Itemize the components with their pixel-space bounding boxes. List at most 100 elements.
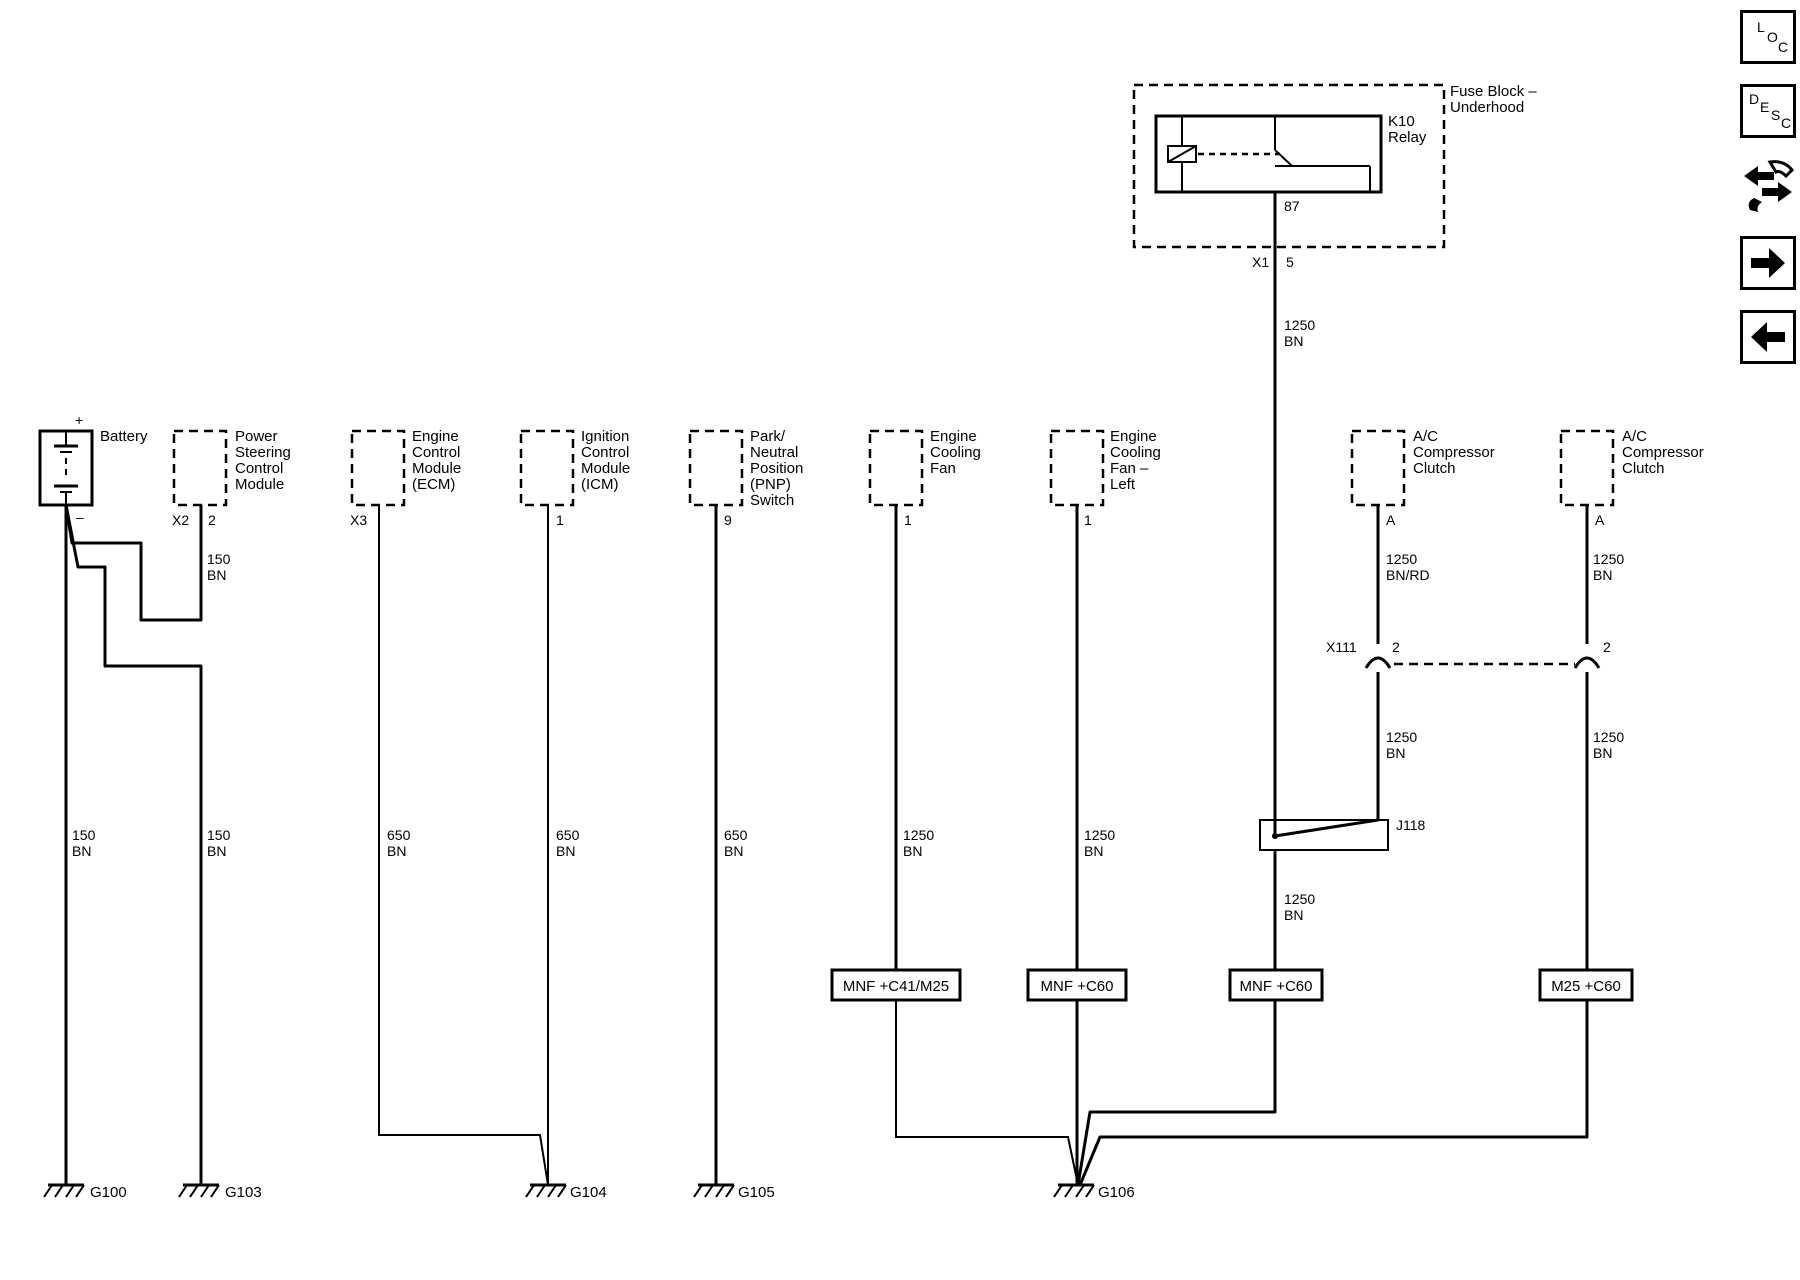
fan-label-2: Cooling [930,444,981,461]
x111-connector [1364,656,1601,669]
fanl-pin: 1 [1084,512,1092,528]
ground-icon [525,1183,567,1198]
desc-letter-s: S [1771,107,1781,123]
ac-clutch-2 [1559,429,1615,507]
ac1-pin: A [1386,512,1396,528]
loc-letter-o: O [1767,29,1778,45]
wire-size: 150 [207,827,231,843]
icm-pin: 1 [556,512,564,528]
option-label: MNF +C41/M25 [843,978,949,995]
wire-size: 1250 [1386,551,1417,567]
wire-color: BN [387,843,406,859]
ecm-label-2: Control [412,444,460,461]
pscm-label-1: Power [235,428,278,445]
ecm-label-3: Module [412,460,461,477]
fanl-label-1: Engine [1110,428,1157,445]
pscm-connector: X2 [172,512,189,528]
description-button[interactable]: D E S C [1740,84,1796,138]
loc-letter-l: L [1757,19,1765,35]
option-box: M25 +C60 [1538,968,1634,1002]
pscm-pin: 2 [208,512,216,528]
ground-icon [178,1183,220,1198]
wire-size: 1250 [1084,827,1115,843]
ac1-label-1: A/C [1413,428,1438,445]
option-label: MNF +C60 [1240,978,1313,995]
option-box: MNF +C60 [1026,968,1128,1002]
wire-color: BN [1593,745,1612,761]
wire-size: 150 [72,827,96,843]
wire-ac1-bottom [1274,672,1380,838]
loc-letter-c: C [1778,39,1789,55]
ecm-connector: X3 [350,512,367,528]
pscm-label-4: Module [235,476,284,493]
wire-size: 650 [387,827,411,843]
relay-label-2: Relay [1388,129,1427,146]
fuse-block-underhood: Fuse Block – Underhood K10 Relay 87 X1 5 [1132,83,1537,270]
fan-pin: 1 [904,512,912,528]
pscm-label-2: Steering [235,444,291,461]
wire-size: 1250 [1386,729,1417,745]
wire-color: BN [1284,907,1303,923]
ecm-label-1: Engine [412,428,459,445]
ground-label: G105 [738,1184,775,1201]
relay-pin: 87 [1284,198,1300,214]
wire-size: 1250 [1284,891,1315,907]
icm-label-3: Module [581,460,630,477]
wire-ac2-g106 [1078,1000,1589,1186]
fuse-block-title-1: Fuse Block – [1450,83,1537,100]
wire-color: BN [1593,567,1612,583]
ground-icon [43,1183,85,1198]
ecm-label-4: (ECM) [412,476,455,493]
fanl-label-2: Cooling [1110,444,1161,461]
desc-letter-c: C [1781,115,1792,131]
desc-letter-d: D [1749,91,1760,107]
pnp-switch [688,429,744,507]
x111-pin-left: 2 [1392,639,1400,655]
fan-label-3: Fan [930,460,956,477]
fan-label-1: Engine [930,428,977,445]
fuse-block-title-2: Underhood [1450,99,1524,116]
battery [38,429,94,507]
wire-size: 1250 [1593,729,1624,745]
wire-color: BN [1386,745,1405,761]
next-button[interactable] [1740,236,1796,290]
diagnostic-tool-button[interactable] [1740,156,1796,212]
back-button[interactable] [1740,310,1796,364]
j118-splice [1259,819,1389,851]
ground-label: G106 [1098,1184,1135,1201]
x111-label: X111 [1326,639,1357,655]
wire-battery-g103 [64,504,203,1185]
pscm-module [172,429,228,507]
ac-clutch-1 [1350,429,1406,507]
battery-minus: – [76,509,84,525]
icm-label-2: Control [581,444,629,461]
battery-label: Battery [100,428,148,445]
wire-j118-g106 [1076,1000,1277,1186]
icm-label-4: (ICM) [581,476,619,493]
wire-size: 1250 [1284,317,1315,333]
pscm-label-3: Control [235,460,283,477]
ground-icon [1053,1183,1095,1198]
option-box: MNF +C41/M25 [830,968,962,1002]
desc-letter-e: E [1760,99,1770,115]
option-label: M25 +C60 [1551,978,1621,995]
fanl-label-4: Left [1110,476,1136,493]
wire-color: BN [207,843,226,859]
battery-plus: + [75,412,83,428]
arrow-left-icon [1751,322,1785,352]
ac1-label-2: Compressor [1413,444,1495,461]
ground-label: G103 [225,1184,262,1201]
wire-fan-g106 [895,1000,1079,1186]
fanl-label-3: Fan – [1110,460,1149,477]
arrow-right-icon [1751,248,1785,278]
ecm-module [350,429,406,507]
wire-ecm-g104 [378,505,549,1186]
wire-size: 1250 [1593,551,1624,567]
option-label: MNF +C60 [1041,978,1114,995]
wire-size: 650 [724,827,748,843]
wire-size: 650 [556,827,580,843]
wire-size: 150 [207,551,231,567]
location-button[interactable]: L O C [1740,10,1796,64]
ground-icon [693,1183,735,1198]
